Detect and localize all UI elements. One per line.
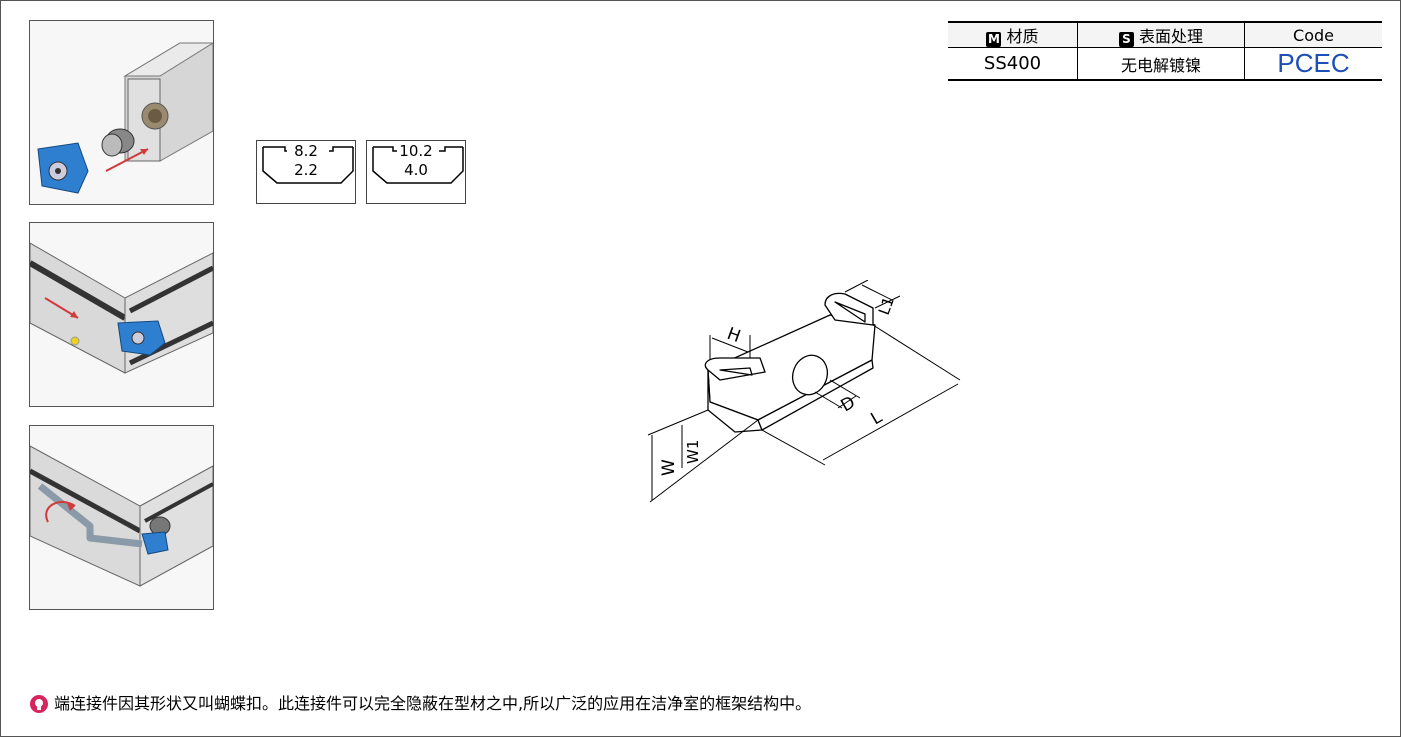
surface-header: S 表面处理 bbox=[1077, 21, 1245, 48]
info-bulb-icon bbox=[30, 695, 48, 713]
surface-value: 无电解镀镍 bbox=[1077, 47, 1245, 81]
dim-label-W1: W1 bbox=[684, 440, 702, 464]
slot-width-value: 10.2 bbox=[399, 142, 433, 160]
footnote-text: 端连接件因其形状又叫蝴蝶扣。此连接件可以完全隐蔽在型材之中,所以广泛的应用在洁净… bbox=[54, 694, 812, 713]
install-photo-step-3 bbox=[29, 425, 214, 610]
mounting-hole bbox=[791, 354, 829, 396]
slot-depth-value: 4.0 bbox=[404, 161, 428, 179]
slot-size-diagram-large: 10.2 4.0 bbox=[366, 140, 466, 204]
material-value: SS400 bbox=[948, 47, 1078, 81]
spec-table-value-row: SS400 无电解镀镍 PCEC bbox=[948, 47, 1382, 81]
dim-label-W: W bbox=[659, 459, 679, 476]
install-photo-step-1 bbox=[29, 20, 214, 205]
spec-table-header-row: M 材质 S 表面处理 Code bbox=[948, 21, 1382, 48]
slot-width-value: 8.2 bbox=[294, 142, 318, 160]
slot-size-diagram-small: 8.2 2.2 bbox=[256, 140, 356, 204]
footnote: 端连接件因其形状又叫蝴蝶扣。此连接件可以完全隐蔽在型材之中,所以广泛的应用在洁净… bbox=[30, 694, 811, 714]
material-badge-icon: M bbox=[986, 32, 1002, 47]
slot-depth-value: 2.2 bbox=[294, 161, 318, 179]
install-photo-step-2 bbox=[29, 222, 214, 407]
dim-label-H: H bbox=[724, 324, 743, 347]
dimension-lines bbox=[647, 280, 961, 503]
surface-badge-icon: S bbox=[1118, 32, 1134, 47]
code-value: PCEC bbox=[1244, 47, 1382, 81]
material-header-label: 材质 bbox=[1006, 27, 1039, 46]
material-header: M 材质 bbox=[948, 21, 1078, 48]
connector-technical-drawing: H L1 L D W W1 bbox=[647, 280, 961, 503]
spec-table: M 材质 S 表面处理 Code SS400 无电解镀镍 PCEC bbox=[948, 21, 1382, 81]
code-header: Code bbox=[1244, 21, 1382, 48]
right-tab bbox=[824, 292, 874, 326]
surface-header-label: 表面处理 bbox=[1138, 27, 1203, 46]
dim-label-L1: L1 bbox=[875, 294, 898, 317]
